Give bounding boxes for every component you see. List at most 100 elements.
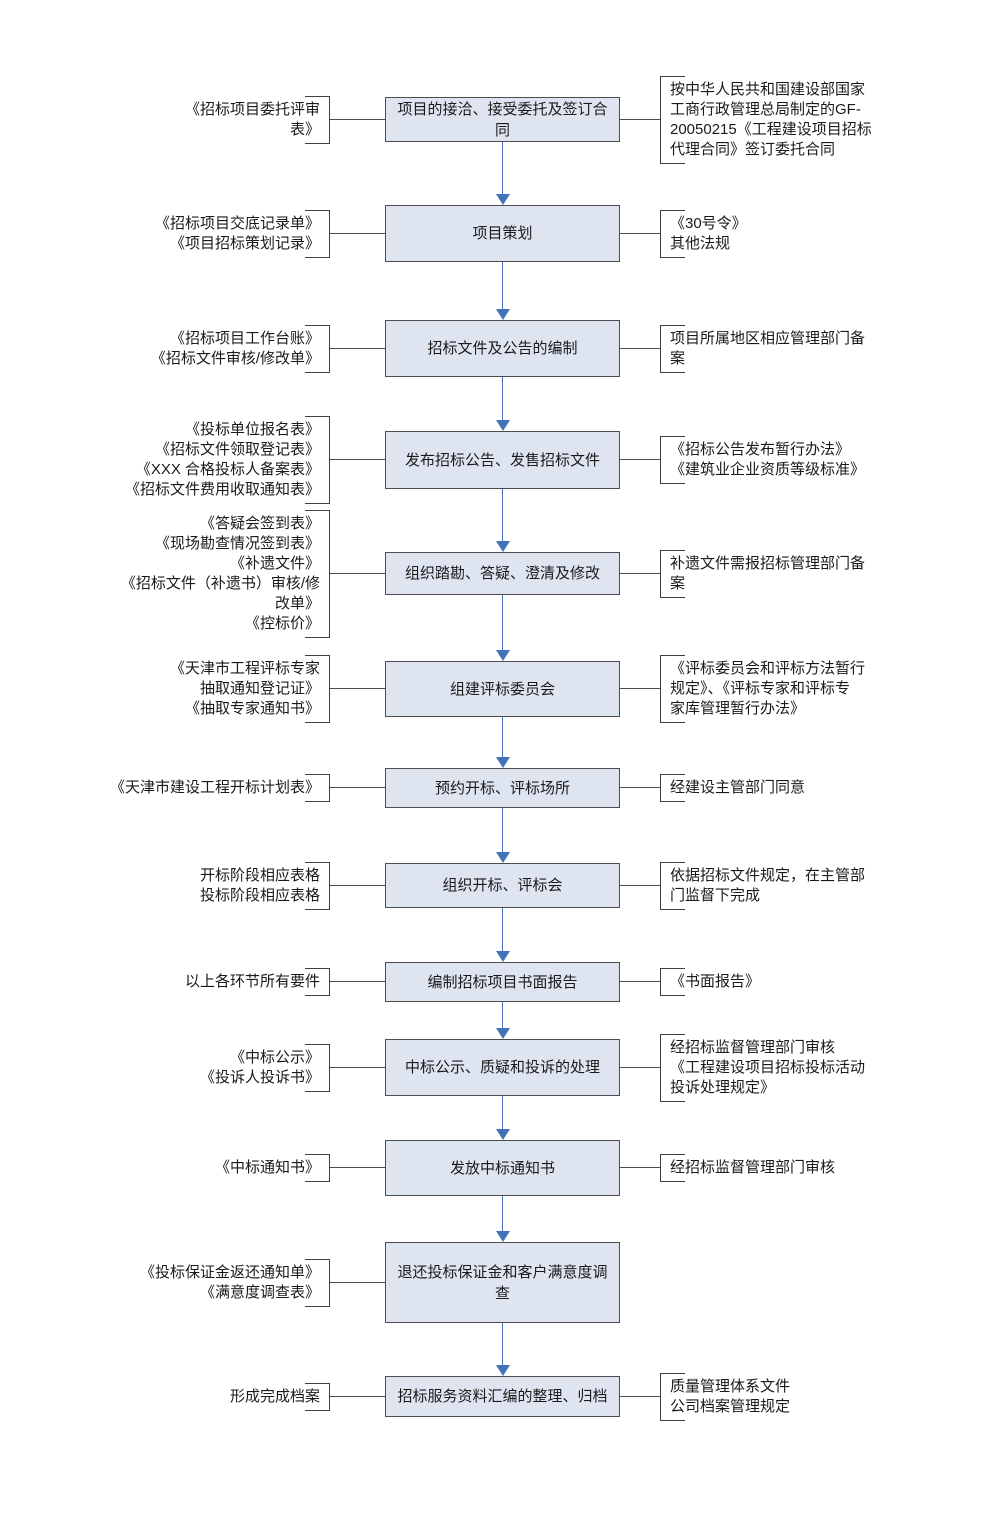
arrow-shaft	[501, 142, 504, 196]
flow-down-arrow	[495, 1196, 510, 1242]
arrow-head-icon	[495, 951, 510, 962]
process-step-box: 招标文件及公告的编制	[385, 320, 620, 377]
flow-down-arrow	[495, 377, 510, 431]
process-step-label: 预约开标、评标场所	[434, 779, 570, 797]
arrow-shaft	[501, 595, 504, 652]
arrow-shaft	[501, 808, 504, 854]
arrow-shaft	[501, 262, 504, 311]
right-regulation-note: 《评标委员会和评标方法暂行 规定》、《评标专家和评标专 家库管理暂行办法》	[660, 655, 865, 723]
flow-down-arrow	[495, 262, 510, 320]
right-connector-line	[620, 459, 660, 460]
left-document-note: 《投标保证金返还通知单》 《满意度调查表》	[140, 1258, 331, 1307]
right-connector-line	[620, 118, 660, 120]
flow-down-arrow	[495, 1323, 510, 1376]
right-regulation-note: 《30号令》 其他法规	[660, 209, 747, 258]
process-step-label: 组织踏勘、答疑、澄清及修改	[404, 565, 600, 582]
flow-down-arrow	[495, 717, 510, 768]
left-document-note: 《中标公示》 《投诉人投诉书》	[200, 1043, 331, 1092]
arrow-shaft	[501, 1196, 504, 1233]
left-connector-line	[330, 347, 385, 349]
left-document-note: 《招标项目委托评审 表》	[185, 95, 331, 144]
process-step-label: 发放中标通知书	[449, 1159, 555, 1177]
left-document-note: 形成完成档案	[230, 1382, 331, 1411]
right-regulation-note: 依据招标文件规定，在主管部 门监督下完成	[660, 861, 865, 910]
process-step-box: 退还投标保证金和客户满意度调查	[385, 1242, 620, 1323]
right-connector-line	[620, 1167, 660, 1168]
arrow-head-icon	[495, 852, 510, 863]
arrow-head-icon	[495, 309, 510, 320]
right-connector-line	[620, 981, 660, 982]
left-connector-line	[330, 459, 385, 460]
process-step-label: 招标文件及公告的编制	[427, 340, 578, 357]
arrow-head-icon	[495, 1231, 510, 1242]
left-connector-line	[330, 981, 385, 982]
right-connector-line	[620, 688, 660, 689]
process-step-label: 组建评标委员会	[449, 680, 555, 698]
process-step-box: 组织开标、评标会	[385, 863, 620, 908]
left-connector-line	[330, 1167, 385, 1168]
process-step-label: 项目的接洽、接受委托及签订合同	[397, 100, 608, 139]
right-regulation-note: 质量管理体系文件 公司档案管理规定	[660, 1372, 790, 1421]
left-document-note: 《天津市建设工程开标计划表》	[110, 774, 331, 802]
right-regulation-note: 《书面报告》	[660, 968, 760, 996]
left-connector-line	[330, 232, 385, 234]
left-connector-line	[330, 118, 385, 120]
right-regulation-note: 项目所属地区相应管理部门备 案	[660, 324, 865, 373]
flow-down-arrow	[495, 808, 510, 863]
left-connector-line	[330, 1066, 385, 1068]
flow-down-arrow	[495, 908, 510, 962]
process-step-box: 组建评标委员会	[385, 661, 620, 717]
left-document-note: 《招标项目交底记录单》 《项目招标策划记录》	[155, 209, 331, 258]
flow-down-arrow	[495, 489, 510, 552]
left-connector-line	[330, 787, 385, 788]
arrow-head-icon	[495, 194, 510, 205]
arrow-head-icon	[495, 420, 510, 431]
left-document-note: 以上各环节所有要件	[185, 968, 331, 996]
flow-down-arrow	[495, 142, 510, 205]
right-regulation-note: 补遗文件需报招标管理部门备 案	[660, 549, 865, 598]
arrow-head-icon	[495, 1028, 510, 1039]
arrow-shaft	[501, 1002, 504, 1030]
process-step-label: 项目策划	[472, 225, 533, 242]
process-step-label: 中标公示、质疑和投诉的处理	[404, 1059, 600, 1076]
right-connector-line	[620, 572, 660, 574]
flow-down-arrow	[495, 1096, 510, 1140]
process-step-label: 发布招标公告、发售招标文件	[404, 451, 600, 469]
process-step-box: 项目的接洽、接受委托及签订合同	[385, 97, 620, 142]
arrow-head-icon	[495, 541, 510, 552]
left-document-note: 《招标项目工作台账》 《招标文件审核/修改单》	[151, 324, 331, 373]
right-regulation-note: 按中华人民共和国建设部国家 工商行政管理总局制定的GF- 20050215《工程…	[660, 75, 872, 164]
process-step-box: 发布招标公告、发售招标文件	[385, 431, 620, 489]
arrow-head-icon	[495, 1129, 510, 1140]
process-step-box: 招标服务资料汇编的整理、归档	[385, 1376, 620, 1417]
left-connector-line	[330, 1395, 385, 1397]
process-step-box: 编制招标项目书面报告	[385, 962, 620, 1002]
arrow-shaft	[501, 1323, 504, 1367]
right-regulation-note: 经招标监督管理部门审核	[660, 1154, 835, 1182]
arrow-shaft	[501, 717, 504, 759]
left-document-note: 《答疑会签到表》 《现场勘查情况签到表》 《补遗文件》 《招标文件（补遗书）审核…	[121, 509, 331, 638]
flow-down-arrow	[495, 1002, 510, 1039]
right-connector-line	[620, 884, 660, 886]
right-connector-line	[620, 1395, 660, 1397]
flow-down-arrow	[495, 595, 510, 661]
right-connector-line	[620, 232, 660, 234]
right-regulation-note: 《招标公告发布暂行办法》 《建筑业企业资质等级标准》	[660, 436, 865, 484]
arrow-shaft	[501, 1096, 504, 1131]
left-connector-line	[330, 1281, 385, 1283]
left-document-note: 开标阶段相应表格 投标阶段相应表格	[200, 861, 331, 910]
left-connector-line	[330, 688, 385, 689]
arrow-shaft	[501, 377, 504, 422]
left-document-note: 《投标单位报名表》 《招标文件领取登记表》 《XXX 合格投标人备案表》 《招标…	[125, 416, 331, 504]
arrow-head-icon	[495, 650, 510, 661]
process-step-box: 组织踏勘、答疑、澄清及修改	[385, 552, 620, 595]
right-regulation-note: 经招标监督管理部门审核 《工程建设项目招标投标活动 投诉处理规定》	[660, 1033, 865, 1102]
arrow-shaft	[501, 908, 504, 953]
arrow-head-icon	[495, 757, 510, 768]
process-step-box: 项目策划	[385, 205, 620, 262]
right-regulation-note: 经建设主管部门同意	[660, 774, 805, 802]
left-document-note: 《中标通知书》	[215, 1154, 331, 1182]
right-connector-line	[620, 1066, 660, 1068]
process-step-label: 招标服务资料汇编的整理、归档	[397, 1388, 608, 1405]
